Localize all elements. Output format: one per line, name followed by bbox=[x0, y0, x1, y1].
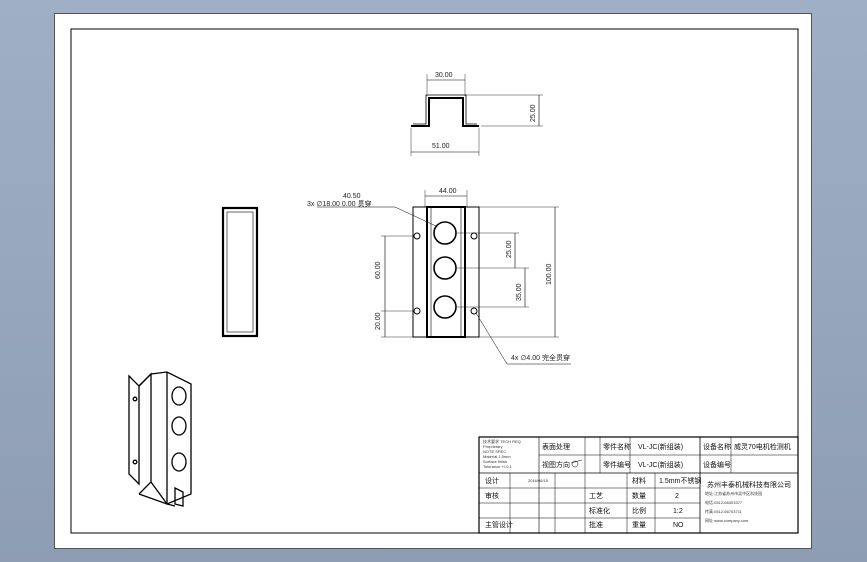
isometric-view bbox=[128, 371, 192, 507]
dim-top-width: 30.00 bbox=[435, 72, 453, 79]
equip-code-label: 设备编号 bbox=[703, 460, 731, 469]
dim-top-height: 25.00 bbox=[530, 104, 537, 122]
top-view bbox=[410, 74, 543, 156]
drawing-sheet: 30.00 51.00 25.00 bbox=[54, 13, 812, 549]
unit-label: 重量 bbox=[632, 521, 646, 529]
part-name-value: VL-JC(新组装) bbox=[638, 442, 683, 451]
part-code-value: VL-JC(新组装) bbox=[638, 460, 683, 469]
title-block bbox=[478, 436, 799, 534]
approve-label: 主管设计 bbox=[485, 520, 513, 529]
company-address: 地址:江苏省苏州市吴中区科技园 bbox=[705, 490, 762, 496]
note-holes: 3x ∅18.00 0.00 贯穿 bbox=[307, 199, 371, 208]
equip-name-value: 威灵70电机检测机 bbox=[734, 442, 791, 451]
note-mount-holes: 4x ∅4.00 完全贯穿 bbox=[511, 353, 570, 362]
scale-label: 比例 bbox=[632, 506, 646, 515]
part-code-label: 零件编号 bbox=[603, 460, 631, 469]
dim-top-base: 51.00 bbox=[432, 143, 450, 150]
approve-sign-label: 批准 bbox=[589, 520, 603, 529]
scale-value: 1:2 bbox=[673, 508, 683, 515]
dim-front-width: 44.00 bbox=[439, 188, 457, 195]
drawing-frame bbox=[70, 28, 799, 534]
front-view bbox=[317, 190, 571, 365]
unit-value: NO bbox=[673, 522, 684, 529]
std-check-label: 标准化 bbox=[589, 506, 610, 515]
company-name: 苏州丰泰机械科技有限公司 bbox=[707, 480, 791, 489]
view-label: 视图方向 bbox=[542, 460, 570, 469]
equip-name-label: 设备名称 bbox=[703, 442, 731, 451]
design-label: 设计 bbox=[485, 476, 499, 485]
part-name-label: 零件名称 bbox=[603, 442, 631, 451]
svg-text:Tolerance +/-0.1: Tolerance +/-0.1 bbox=[483, 464, 513, 469]
svg-text:Proprietary: Proprietary bbox=[483, 444, 503, 449]
svg-text:Surface finish: Surface finish bbox=[483, 459, 507, 464]
material-label: 材料 bbox=[632, 476, 646, 485]
company-tel: 电话:0512-66303377 bbox=[705, 499, 743, 505]
dim-25: 25.00 bbox=[506, 240, 513, 258]
design-date: 2016/06/15 bbox=[528, 478, 549, 483]
side-view bbox=[221, 206, 259, 338]
dim-100: 100.00 bbox=[546, 263, 553, 285]
company-web: 网址:www.company.com bbox=[705, 517, 749, 523]
dim-35: 35.00 bbox=[516, 283, 523, 301]
dim-hole-offset: 40.50 bbox=[343, 193, 361, 200]
qty-value: 2 bbox=[675, 493, 679, 500]
material-value: 1.5mm不锈钢 bbox=[659, 476, 701, 485]
title-block-notes: 技术要求 TECH REQ Proprietary NOTE SPEC Mate… bbox=[483, 438, 521, 469]
svg-text:技术要求 TECH REQ: 技术要求 TECH REQ bbox=[483, 438, 521, 444]
surface-label: 表面处理 bbox=[542, 442, 570, 451]
company-fax: 传真:0512-66703711 bbox=[705, 508, 743, 514]
process-label: 工艺 bbox=[589, 492, 603, 500]
svg-text:Material 1.5mm: Material 1.5mm bbox=[483, 454, 511, 459]
drawing-canvas: 30.00 51.00 25.00 bbox=[70, 28, 799, 534]
dim-60: 60.00 bbox=[375, 261, 382, 279]
check-label: 审核 bbox=[485, 491, 499, 500]
qty-label: 数量 bbox=[632, 491, 646, 500]
svg-text:NOTE SPEC: NOTE SPEC bbox=[483, 449, 506, 454]
dim-20: 20.00 bbox=[375, 312, 382, 330]
